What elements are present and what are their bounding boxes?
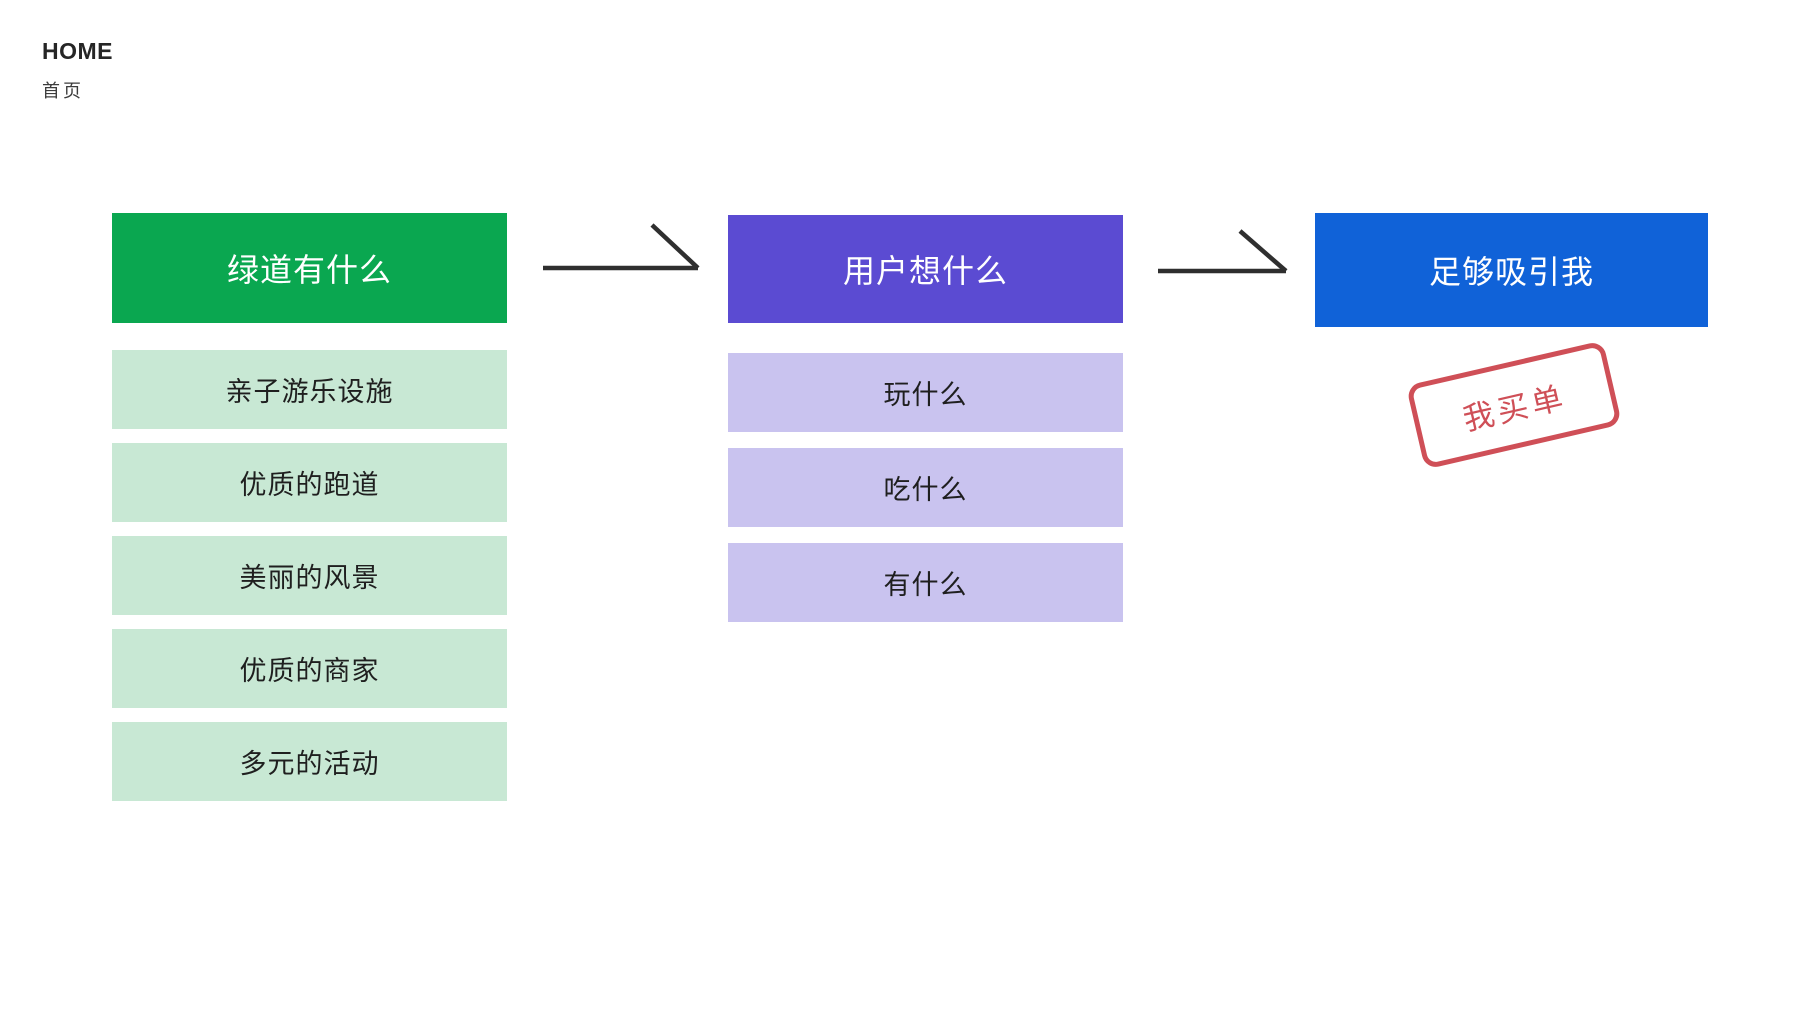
- stamp-i-pay[interactable]: 我买单: [1405, 340, 1623, 470]
- user-item-play[interactable]: 玩什么: [728, 353, 1123, 432]
- header-attract-me[interactable]: 足够吸引我: [1315, 213, 1708, 327]
- page-title: HOME: [42, 38, 113, 64]
- user-item-eat[interactable]: 吃什么: [728, 448, 1123, 527]
- header-greenway[interactable]: 绿道有什么: [112, 213, 507, 323]
- column-user-wants: 用户想什么 玩什么 吃什么 有什么: [728, 215, 1123, 638]
- user-item-what[interactable]: 有什么: [728, 543, 1123, 622]
- arrow-right-icon[interactable]: [1157, 226, 1289, 274]
- greenway-item-merchants[interactable]: 优质的商家: [112, 629, 507, 708]
- page-subtitle: 首页: [42, 81, 84, 101]
- greenway-item-facilities[interactable]: 亲子游乐设施: [112, 350, 507, 429]
- greenway-item-track[interactable]: 优质的跑道: [112, 443, 507, 522]
- greenway-item-scenery[interactable]: 美丽的风景: [112, 536, 507, 615]
- header-user-wants[interactable]: 用户想什么: [728, 215, 1123, 323]
- column-greenway: 绿道有什么 亲子游乐设施 优质的跑道 美丽的风景 优质的商家 多元的活动: [112, 213, 507, 815]
- greenway-item-activities[interactable]: 多元的活动: [112, 722, 507, 801]
- page-header: HOME 首页: [42, 38, 113, 103]
- stamp-label: 我买单: [1459, 379, 1570, 437]
- column-attract-me: 足够吸引我: [1315, 213, 1708, 327]
- arrow-right-icon[interactable]: [542, 222, 702, 272]
